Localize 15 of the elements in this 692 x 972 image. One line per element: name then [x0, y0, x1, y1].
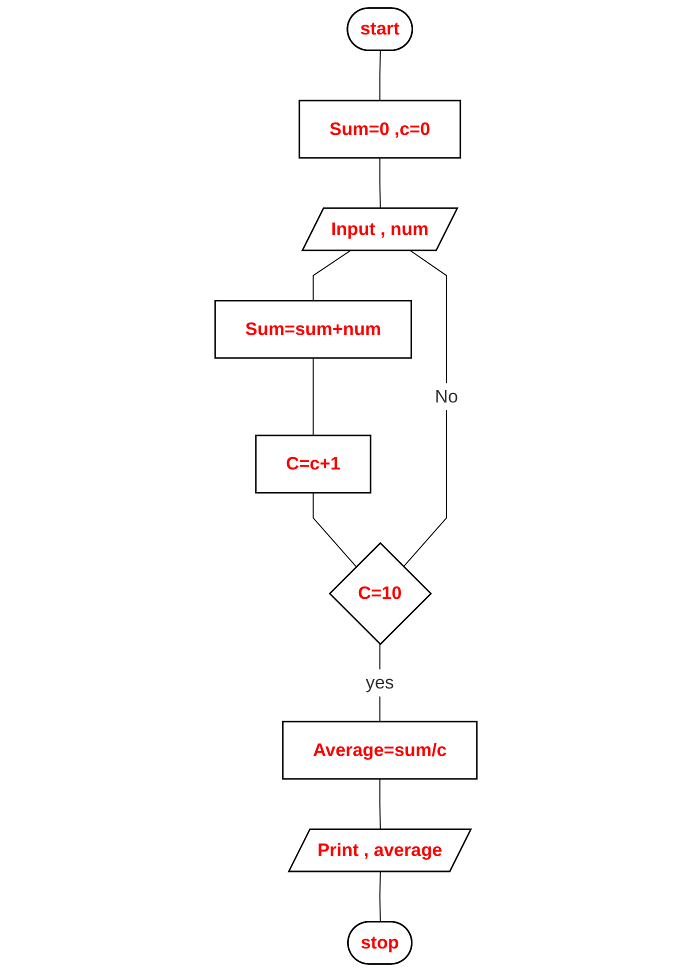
edge-label: yes [366, 672, 394, 692]
connector [379, 872, 381, 922]
connector [379, 778, 381, 830]
connector [312, 250, 350, 301]
connector [379, 50, 381, 101]
node-box: Sum=sum+num [214, 300, 412, 359]
connector [379, 158, 381, 209]
node-box: C=c+1 [255, 434, 372, 494]
node-box: Sum=0 ,c=0 [298, 100, 462, 159]
connector [312, 358, 314, 436]
edge-label: No [434, 386, 458, 406]
connector [312, 492, 357, 568]
connector [403, 250, 447, 568]
node-diamond: C=10 [328, 542, 432, 646]
node-box: Average=sum/c [282, 720, 478, 780]
